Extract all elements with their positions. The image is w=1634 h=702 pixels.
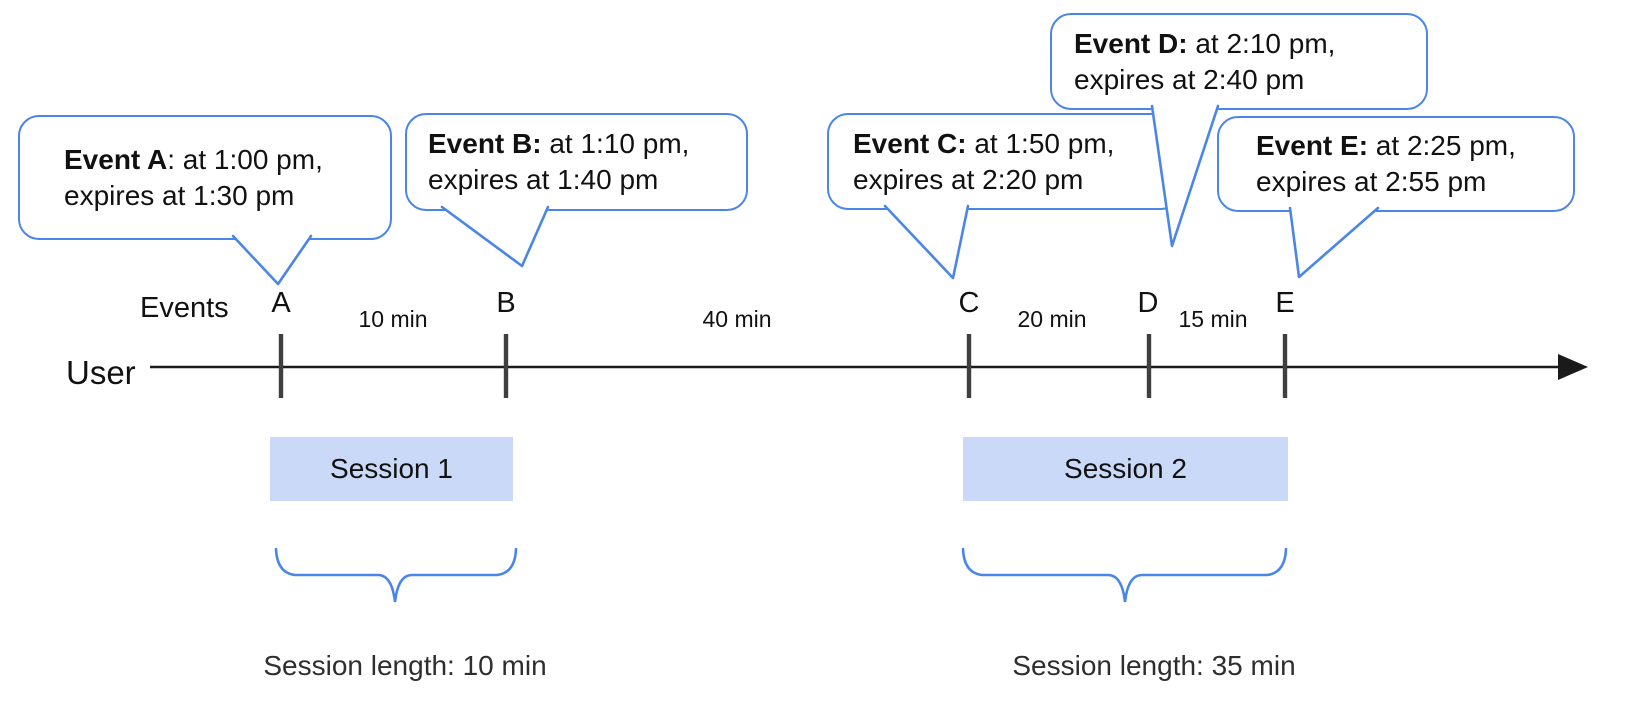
event-e-bubble: Event E: at 2:25 pm, expires at 2:55 pm xyxy=(1217,116,1575,212)
event-b-line1: Event B: at 1:10 pm, xyxy=(428,126,746,162)
user-axis-label: User xyxy=(66,354,136,391)
session-1-length-label: Session length: 10 min xyxy=(263,650,547,681)
gap-label-a-b: 10 min xyxy=(358,306,428,332)
event-b-bubble-tail xyxy=(440,205,550,268)
events-caption: Events xyxy=(140,292,229,324)
event-a-title: Event A xyxy=(64,143,168,175)
event-a-line2: expires at 1:30 pm xyxy=(64,179,295,211)
event-mark-d: D xyxy=(1137,287,1159,319)
tick-event-b xyxy=(503,334,509,398)
event-a-line1: Event A: at 1:00 pm, xyxy=(64,142,390,178)
gap-label-c-d: 20 min xyxy=(1017,306,1087,332)
event-c-time: at 1:50 pm, xyxy=(966,127,1115,159)
event-mark-e: E xyxy=(1275,287,1295,319)
event-e-title: Event E: xyxy=(1256,130,1369,161)
event-c-bubble: Event C: at 1:50 pm, expires at 2:20 pm xyxy=(827,113,1182,210)
tick-event-a xyxy=(278,334,284,398)
event-b-bubble: Event B: at 1:10 pm, expires at 1:40 pm xyxy=(405,113,748,211)
tick-event-d xyxy=(1146,334,1152,398)
event-b-title: Event B: xyxy=(428,128,542,159)
session-2-label: Session 2 xyxy=(1064,453,1187,484)
event-a-bubble: Event A: at 1:00 pm, expires at 1:30 pm xyxy=(18,115,392,240)
event-mark-c: C xyxy=(958,287,980,319)
event-a-time: : at 1:00 pm, xyxy=(167,143,323,175)
session-1-label: Session 1 xyxy=(330,453,453,484)
session-2-brace xyxy=(961,547,1288,603)
gap-label-d-e: 15 min xyxy=(1178,306,1248,332)
event-c-line1: Event C: at 1:50 pm, xyxy=(853,126,1180,162)
event-d-line1: Event D: at 2:10 pm, xyxy=(1074,26,1426,62)
event-e-line2: expires at 2:55 pm xyxy=(1256,166,1487,197)
event-d-time: at 2:10 pm, xyxy=(1187,27,1336,59)
session-2-box: Session 2 xyxy=(963,437,1288,501)
event-e-time: at 2:25 pm, xyxy=(1368,130,1516,161)
session-2-length-label: Session length: 35 min xyxy=(1012,650,1296,681)
session-1-box: Session 1 xyxy=(270,437,513,501)
event-c-title: Event C: xyxy=(853,127,967,159)
event-mark-b: B xyxy=(496,287,516,319)
event-a-bubble-tail xyxy=(231,234,313,286)
event-d-bubble: Event D: at 2:10 pm, expires at 2:40 pm xyxy=(1050,13,1428,110)
event-mark-a: A xyxy=(271,287,291,319)
event-e-line1: Event E: at 2:25 pm, xyxy=(1256,128,1573,164)
timeline-arrowhead-icon xyxy=(1558,354,1588,380)
event-d-line2: expires at 2:40 pm xyxy=(1074,63,1305,95)
tick-event-e xyxy=(1282,334,1288,398)
session-1-brace xyxy=(274,547,518,603)
event-c-bubble-tail xyxy=(883,204,970,280)
event-b-time: at 1:10 pm, xyxy=(541,128,690,159)
event-e-bubble-tail xyxy=(1288,206,1380,279)
gap-label-b-c: 40 min xyxy=(702,306,772,332)
tick-event-c xyxy=(966,334,972,398)
event-c-line2: expires at 2:20 pm xyxy=(853,163,1084,195)
event-d-title: Event D: xyxy=(1074,27,1188,59)
event-b-line2: expires at 1:40 pm xyxy=(428,164,659,195)
